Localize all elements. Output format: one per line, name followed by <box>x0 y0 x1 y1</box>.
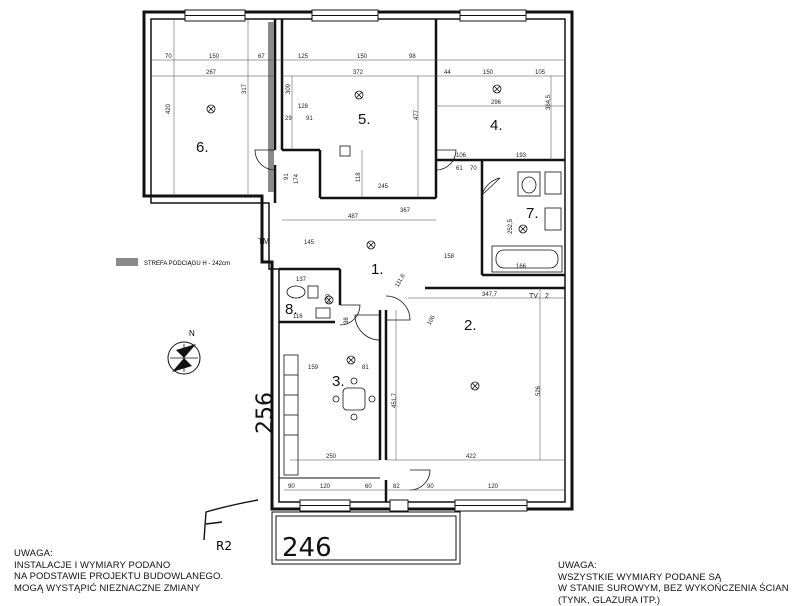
dim-91a: 91 <box>306 116 313 122</box>
tm-label: TM <box>258 237 270 246</box>
note-left-line-4: MOGĄ WYSTĄPIĆ NIEZNACZNE ZMIANY <box>14 582 201 594</box>
room-label-6: 6. <box>196 139 209 156</box>
dim-91b: 91 <box>284 173 290 180</box>
dim-118: 118 <box>356 172 362 182</box>
dim-top-8: 105 <box>535 70 546 76</box>
room-label-5: 5. <box>358 111 371 128</box>
dim-137: 137 <box>296 277 307 283</box>
dim-487: 487 <box>348 214 359 220</box>
dim-477: 477 <box>414 109 420 120</box>
legend-text: STREFA PODCIĄGU H - 242cm <box>144 261 230 267</box>
dim-245: 245 <box>378 184 389 190</box>
dim-81: 81 <box>362 365 369 371</box>
dim-128: 128 <box>298 104 309 110</box>
dim-317: 317 <box>242 83 248 94</box>
dim-top-7: 150 <box>483 70 494 76</box>
dim-bottom-1: 120 <box>320 484 331 490</box>
dim-252: 252,5 <box>508 218 514 234</box>
dim-61: 61 <box>456 166 463 172</box>
dim-116: 116 <box>293 314 303 320</box>
dim-bottom-0: 90 <box>288 484 295 490</box>
dim-bottom-4: 90 <box>427 484 434 490</box>
dim-159: 159 <box>308 365 319 371</box>
dim-top-3: 125 <box>298 54 309 60</box>
dim-526: 526 <box>536 385 542 396</box>
compass-rose <box>167 341 201 375</box>
note-right-line-1: UWAGA: <box>558 560 597 571</box>
dim-top-4: 150 <box>357 54 368 60</box>
ceiling-lights <box>206 84 528 391</box>
dim-bottom-3: 82 <box>393 484 400 490</box>
doors <box>254 149 501 491</box>
note-installations: UWAGA: INSTALACJE I WYMIARY PODANO NA PO… <box>14 548 223 594</box>
compass-n-label: N <box>189 329 195 338</box>
dimension-lines <box>151 19 565 491</box>
tv-count-label: 2 <box>545 293 549 300</box>
room-label-2: 2. <box>464 317 477 334</box>
note-right-line-2: WSZYSTKIE WYMIARY PODANE SĄ <box>558 571 722 583</box>
note-left-line-2: INSTALACJE I WYMIARY PODANO <box>14 559 171 571</box>
dim-106b: 106 <box>427 314 438 326</box>
dim-106: 106 <box>456 153 467 159</box>
dim-top-2: 67 <box>258 54 265 60</box>
dim-158: 158 <box>444 254 455 260</box>
dim-top-1: 150 <box>209 54 220 60</box>
dim-1116: 111,6 <box>395 273 408 289</box>
fixtures <box>283 145 563 476</box>
dim-top-5: 98 <box>409 54 416 60</box>
dim-4517: 451,7 <box>392 392 398 408</box>
handwritten-bottom-number: 246 <box>282 533 332 563</box>
handwritten-mark <box>203 499 259 541</box>
dim-309: 309 <box>286 83 292 94</box>
handwritten-side-number: 256 <box>253 392 278 434</box>
note-right-line-4: (TYNK, GLAZURA ITP.) <box>558 594 661 606</box>
dim-38: 38 <box>344 317 350 324</box>
note-left-line-3: NA PODSTAWIE PROJEKTU BUDOWLANEGO. <box>14 571 224 582</box>
handwritten-corner-label: R2 <box>216 539 232 553</box>
windows-bottom <box>299 499 528 512</box>
dim-29: 29 <box>285 116 292 122</box>
dim-70: 70 <box>470 166 477 172</box>
room-label-1: 1. <box>371 261 384 278</box>
dim-372: 372 <box>353 70 364 76</box>
dim-174: 174 <box>294 173 300 184</box>
dim-267: 267 <box>206 70 217 76</box>
room-label-4: 4. <box>490 117 503 134</box>
dim-364: 364,5 <box>546 94 552 110</box>
beam-zone-hatch <box>268 22 274 192</box>
dim-193: 193 <box>516 153 527 159</box>
windows-top <box>184 9 527 22</box>
dim-367: 367 <box>400 208 411 214</box>
dim-3478: 347,7 <box>482 292 498 298</box>
note-right-line-3: W STANIE SUROWYM, BEZ WYKOŃCZENIA ŚCIAN <box>558 583 789 594</box>
dim-129: 129 <box>326 293 332 304</box>
dim-166: 166 <box>516 264 527 270</box>
note-dimensions: UWAGA: WSZYSTKIE WYMIARY PODANE SĄ W STA… <box>558 560 789 606</box>
room-label-8: 8. <box>285 301 298 318</box>
note-left-line-1: UWAGA: <box>14 548 53 559</box>
dim-420: 420 <box>166 103 172 114</box>
room-label-3: 3. <box>332 373 345 390</box>
dim-250: 250 <box>326 454 337 460</box>
dim-top-0: 70 <box>165 54 172 60</box>
dim-bottom-5: 120 <box>488 484 499 490</box>
room-label-7: 7. <box>526 205 539 222</box>
dim-145: 145 <box>304 240 315 246</box>
interior-walls <box>273 19 565 502</box>
legend-swatch <box>116 258 138 266</box>
dim-422: 422 <box>466 454 477 460</box>
tv-label: TV <box>529 293 538 300</box>
dim-bottom-2: 60 <box>365 484 372 490</box>
dim-top-6: 44 <box>444 70 451 76</box>
dim-296: 296 <box>491 100 502 106</box>
balcony <box>271 511 461 565</box>
